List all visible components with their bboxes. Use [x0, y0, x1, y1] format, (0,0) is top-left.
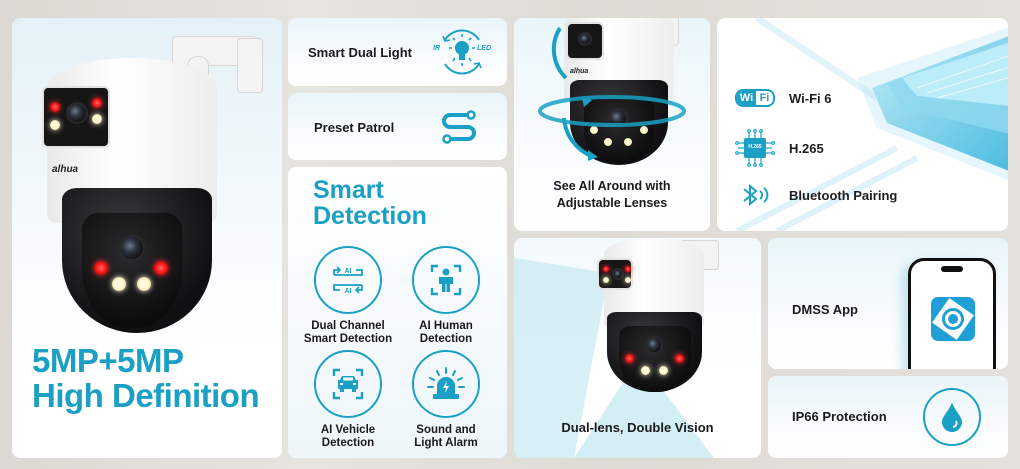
chip-illustration: [857, 18, 1008, 218]
water-drop-icon: [923, 388, 981, 446]
detection-label: Sound and Light Alarm: [414, 424, 478, 449]
brand-logo: alhua: [52, 164, 79, 175]
ir-label: IR: [433, 45, 440, 52]
h265-row: H.265 H.265: [735, 129, 824, 167]
dual-ai-icon: AI AI: [314, 246, 382, 314]
detection-item-ai-human: AI Human Detection: [396, 246, 496, 346]
h265-label: H.265: [789, 140, 824, 156]
dmss-app-icon: [931, 297, 975, 341]
patrol-path-icon: [440, 109, 478, 150]
human-detect-icon: [412, 246, 480, 314]
smart-dual-light-card: Smart Dual Light IR LED: [288, 18, 507, 86]
alarm-light-icon: [412, 350, 480, 418]
detection-item-ai-vehicle: AI Vehicle Detection: [298, 350, 398, 450]
detection-label: Dual Channel Smart Detection: [303, 320, 393, 345]
light-streaks: [735, 18, 919, 231]
dmss-app-label: DMSS App: [792, 302, 858, 317]
see-all-around-label: See All Around with Adjustable Lenses: [553, 179, 671, 210]
ir-led-bulb-icon: IR LED: [433, 26, 491, 78]
dual-lens-card: Dual-lens, Double Vision: [514, 238, 761, 458]
dual-lens-label: Dual-lens, Double Vision: [561, 420, 714, 435]
dmss-app-card: DMSS App: [768, 238, 1008, 369]
see-all-around-card: alhua See All Around with Adjustable Len…: [514, 18, 710, 231]
smart-dual-light-label: Smart Dual Light: [308, 45, 413, 60]
connectivity-card: Wi Fi Wi-Fi 6 H.265 H.265: [717, 18, 1008, 231]
smart-detection-title-line2: Detection: [313, 202, 427, 230]
chip-icon: H.265: [735, 129, 775, 167]
bluetooth-label: Bluetooth Pairing: [789, 187, 898, 203]
hero-title: 5MP+5MP High Definition: [32, 342, 260, 414]
rotating-camera-image: alhua: [544, 18, 694, 168]
detection-label: AI Human Detection: [419, 320, 473, 345]
detection-item-alarm: Sound and Light Alarm: [396, 350, 496, 450]
wifi-label: Wi-Fi 6: [789, 90, 832, 106]
wifi-icon: Wi Fi: [735, 89, 775, 107]
dual-lens-camera-image: [594, 238, 724, 392]
vehicle-detect-icon: [314, 350, 382, 418]
phone-icon: [908, 258, 996, 369]
bluetooth-icon: [735, 183, 775, 207]
detection-item-dual-channel: AI AI Dual Channel Smart Detection: [298, 246, 398, 346]
smart-detection-title-line1: Smart: [313, 176, 384, 204]
ip66-label: IP66 Protection: [792, 409, 887, 424]
ip66-card: IP66 Protection: [768, 376, 1008, 458]
wifi-row: Wi Fi Wi-Fi 6: [735, 89, 832, 107]
svg-text:AI: AI: [345, 268, 352, 275]
rotation-arrows-icon: [538, 26, 686, 161]
hero-title-line2: High Definition: [32, 377, 260, 414]
detection-label: AI Vehicle Detection: [320, 424, 376, 449]
smart-detection-title: Smart Detection: [313, 177, 427, 229]
led-label: LED: [477, 45, 491, 52]
bluetooth-row: Bluetooth Pairing: [735, 183, 897, 207]
preset-patrol-card: Preset Patrol: [288, 93, 507, 160]
hero-card: alhua 5MP+5MP High Definition: [12, 18, 282, 458]
vision-beam: [514, 258, 714, 458]
preset-patrol-label: Preset Patrol: [314, 120, 395, 135]
smart-detection-card: Smart Detection AI AI Dual Channel Smart…: [288, 167, 507, 458]
hero-title-line1: 5MP+5MP: [32, 342, 184, 379]
svg-text:AI: AI: [345, 288, 352, 295]
camera-image: alhua: [37, 28, 267, 333]
